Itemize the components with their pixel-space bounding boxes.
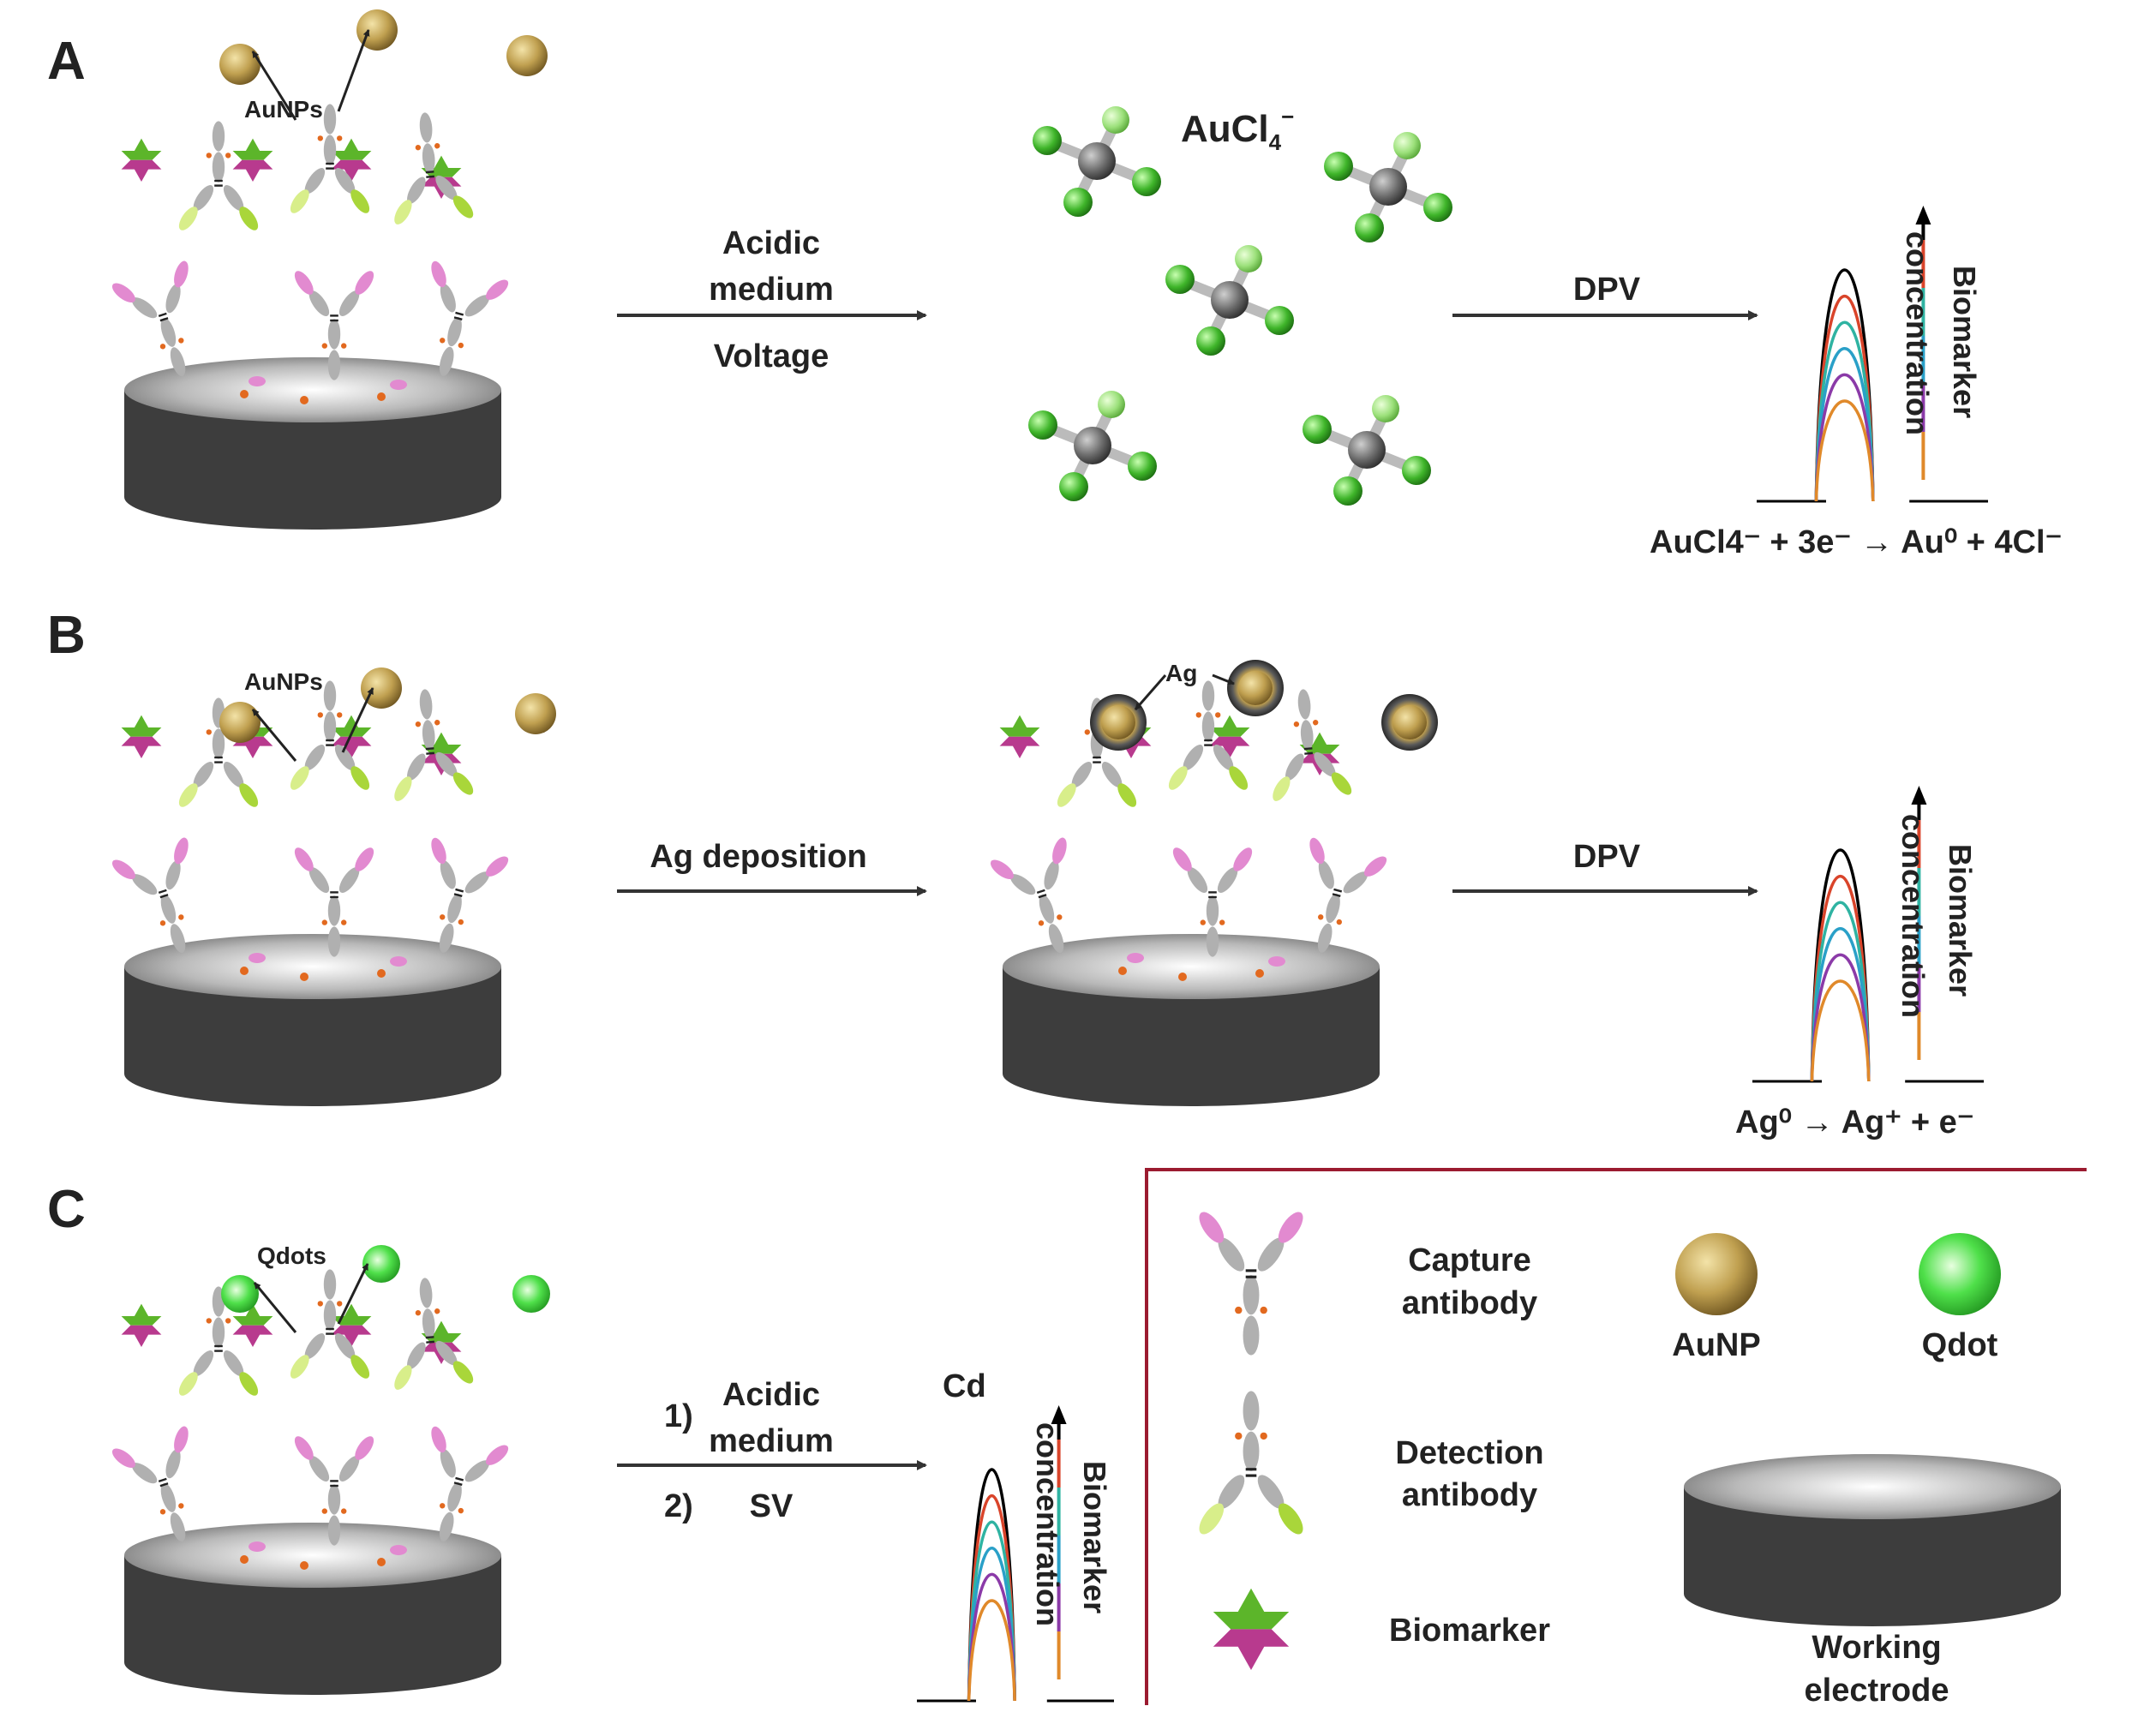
qdot-icon <box>1919 1233 2001 1315</box>
panel-b: B AuNPs Ag deposition Ag DPV Biomar <box>47 606 1984 1140</box>
gold-nanoparticle <box>219 44 261 85</box>
panel-letter-b: B <box>47 606 86 665</box>
step-number-2: 2) <box>664 1488 693 1524</box>
legend-border <box>1145 1168 2087 1705</box>
arrow-label-dpv-b: DPV <box>1573 839 1641 875</box>
legend-capture-2: antibody <box>1402 1285 1537 1321</box>
gold-nanoparticle <box>219 702 261 743</box>
gold-nanoparticle <box>515 693 556 734</box>
quantum-dot <box>362 1245 400 1283</box>
step-label-medium: medium <box>709 1423 834 1459</box>
legend-detection-1: Detection <box>1395 1435 1543 1471</box>
peak-curve <box>1814 373 1875 502</box>
biomarker-star-icon <box>1213 1588 1290 1670</box>
species-label-aucl4: AuCl4− <box>1181 104 1294 155</box>
arrow-label-dpv-a: DPV <box>1573 272 1641 308</box>
arrow-label-ag-deposition: Ag deposition <box>650 839 866 875</box>
signal-label-biomarker-c: Biomarker <box>1077 1461 1112 1613</box>
legend-qdot: Qdot <box>1922 1327 1998 1363</box>
electrode-assembly-b1 <box>107 667 556 1106</box>
legend: Capture antibody Detection antibody Biom… <box>1145 1168 2087 1709</box>
peak-curve <box>1810 927 1871 1082</box>
panel-c: C Qdots 1) Acidic medium 2) SV Cd Biomar… <box>47 1180 1114 1703</box>
legend-biomarker: Biomarker <box>1389 1613 1550 1649</box>
peak-label-cd: Cd <box>943 1368 986 1404</box>
step-label-acidic: Acidic <box>722 1377 820 1413</box>
signal-label-concentration-b: concentration <box>1895 814 1931 1018</box>
concentration-arrow-head <box>1915 206 1931 224</box>
peak-curve <box>1810 979 1871 1082</box>
legend-electrode-2: electrode <box>1805 1673 1949 1709</box>
concentration-arrow-head <box>1911 786 1927 805</box>
particle-label-b: AuNPs <box>244 668 323 695</box>
electrode-assembly-a <box>107 9 548 530</box>
legend-capture-1: Capture <box>1408 1242 1531 1278</box>
signal-label-biomarker-b: Biomarker <box>1943 844 1978 997</box>
particle-label-a: AuNPs <box>244 96 323 123</box>
gold-nanoparticle <box>356 9 398 51</box>
peak-curve <box>1814 399 1875 502</box>
detection-antibody-icon <box>1193 1389 1309 1540</box>
capture-antibody-icon <box>1193 1206 1309 1357</box>
aunp-icon <box>1675 1233 1758 1315</box>
arrow-label-voltage: Voltage <box>714 338 829 374</box>
step-label-sv: SV <box>750 1488 794 1524</box>
quantum-dot <box>512 1275 550 1313</box>
electrode-assembly-b2 <box>985 660 1438 1106</box>
legend-detection-2: antibody <box>1402 1477 1537 1513</box>
signal-label-concentration-c: concentration <box>1030 1422 1065 1626</box>
gold-nanoparticle <box>361 667 402 709</box>
signal-plot-a <box>1757 206 1988 503</box>
peak-curve <box>1810 953 1871 1082</box>
shell-label-ag: Ag <box>1165 660 1197 686</box>
panel-letter-c: C <box>47 1180 86 1239</box>
equation-b: Ag⁰ → Ag⁺ + e⁻ <box>1735 1104 1974 1140</box>
signal-label-concentration-a: concentration <box>1900 231 1935 435</box>
peak-curve <box>967 1572 1016 1702</box>
signal-plot-b <box>1752 786 1984 1083</box>
quantum-dot <box>221 1275 259 1313</box>
aucl4-molecules <box>1028 106 1452 506</box>
panel-letter-a: A <box>47 32 86 91</box>
gold-nanoparticle <box>506 35 548 76</box>
step-number-1: 1) <box>664 1398 693 1434</box>
legend-aunp: AuNP <box>1672 1327 1760 1363</box>
equation-a: AuCl4⁻ + 3e⁻ → Au⁰ + 4Cl⁻ <box>1650 524 2063 560</box>
concentration-arrow-head <box>1051 1405 1067 1424</box>
signal-plot-c <box>917 1405 1114 1703</box>
legend-electrode-1: Working <box>1812 1630 1941 1666</box>
arrow-label-medium: medium <box>709 272 834 308</box>
panel-a: A AuNPs Acidic medium Voltage AuCl4− D <box>47 9 2063 560</box>
working-electrode-icon <box>1684 1454 2061 1626</box>
peak-curve <box>1814 347 1875 502</box>
peak-curve <box>967 1599 1016 1702</box>
particle-label-c: Qdots <box>257 1242 326 1269</box>
signal-label-biomarker-a: Biomarker <box>1947 266 1982 418</box>
electrode-assembly-c <box>107 1245 550 1695</box>
arrow-label-acidic: Acidic <box>722 225 820 261</box>
